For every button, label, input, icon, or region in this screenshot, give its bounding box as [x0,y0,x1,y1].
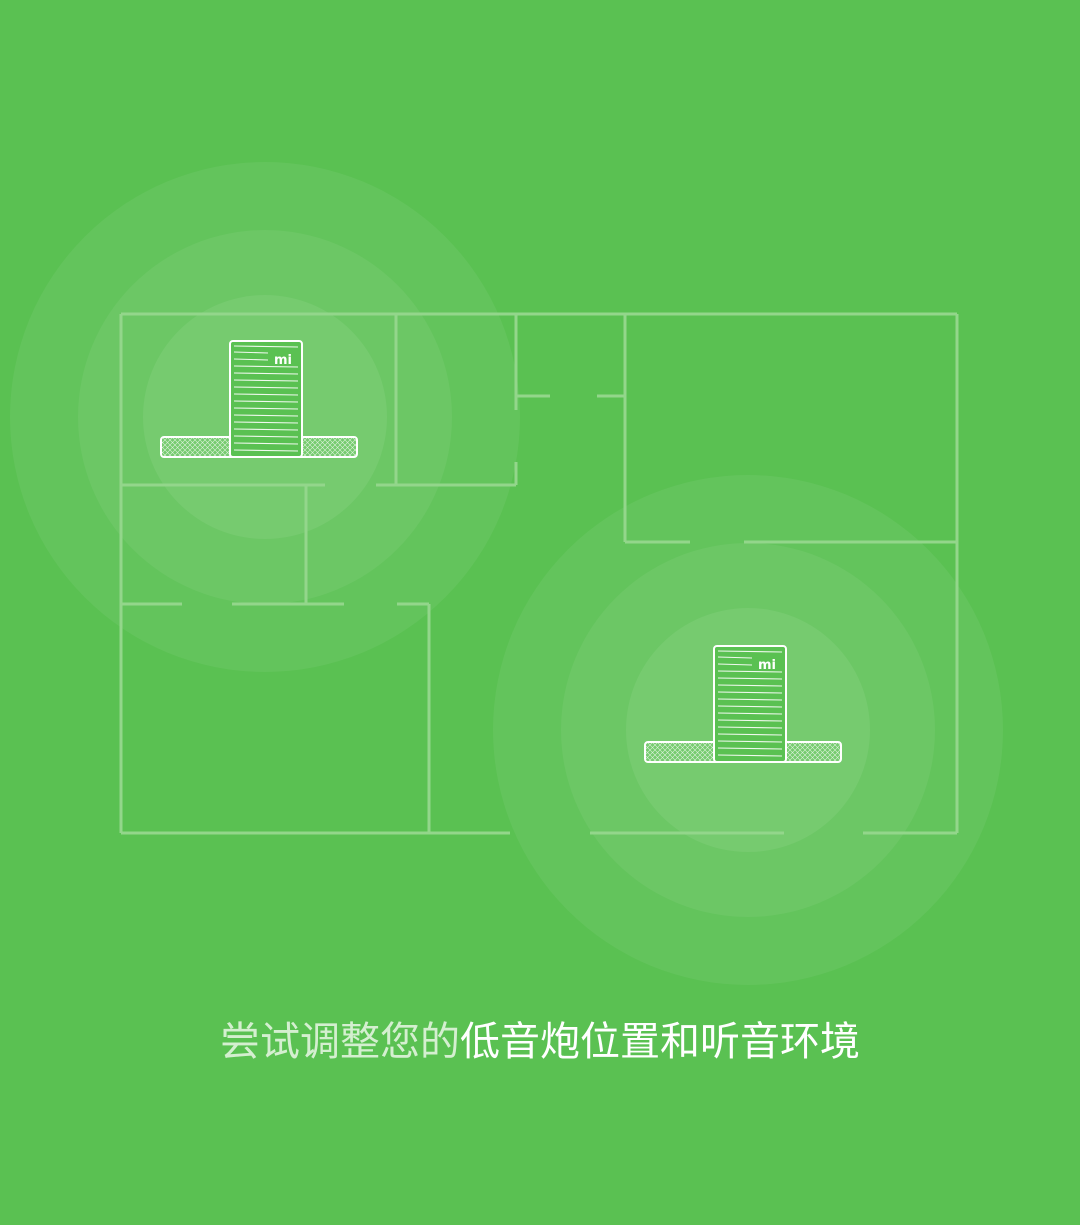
caption-dim-text: 尝试调整您的 [220,1019,460,1065]
floor-plan [119,312,959,835]
speaker-logo: mi [758,658,776,673]
caption-bright-text: 低音炮位置和听音环境 [460,1019,860,1065]
speaker-logo: mi [274,353,292,368]
placement-illustration: mi mi [10,162,1003,985]
placement-tip-caption: 尝试调整您的低音炮位置和听音环境 [0,1012,1080,1072]
subwoofer-speaker-icon: mi [644,645,842,763]
subwoofer-speaker-icon: mi [160,340,358,458]
